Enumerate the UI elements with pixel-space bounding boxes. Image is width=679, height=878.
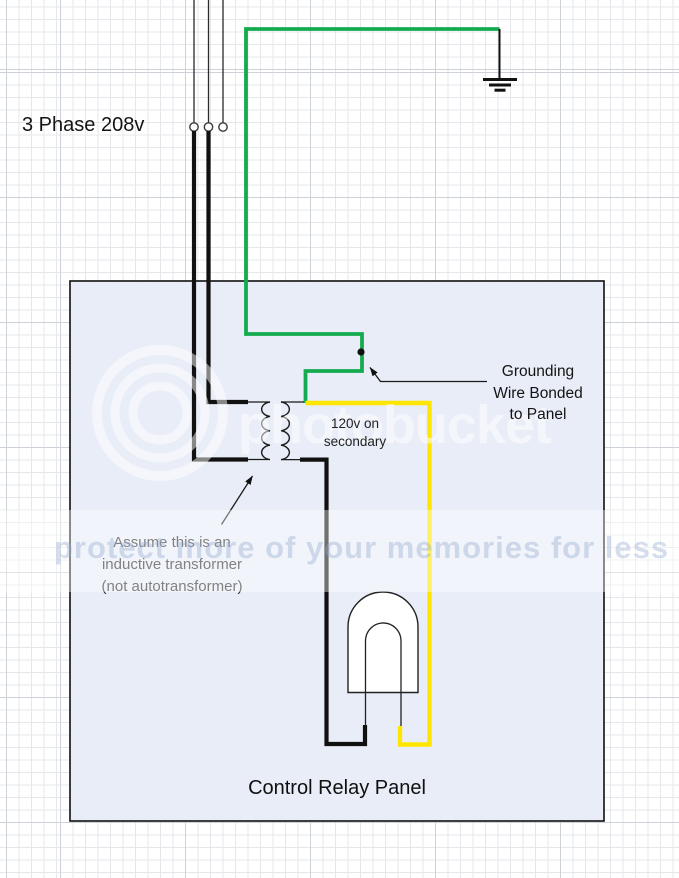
- transformer-note-line3: (not autotransformer): [101, 578, 243, 595]
- secondary-voltage-note: 120v on secondary: [306, 415, 404, 451]
- supply-terminal-circle-2: [203, 122, 214, 132]
- watermark-logo-text: photobucket: [238, 395, 552, 455]
- phase-wire-b: [206, 131, 248, 405]
- transformer-note-line1: Assume this is an: [113, 534, 231, 551]
- earth-ground-icon: [483, 29, 517, 92]
- bonding-junction-dot: [357, 348, 365, 356]
- grounding-note: Grounding Wire Bonded to Panel: [476, 361, 600, 426]
- grounding-leader-arrow: [369, 367, 487, 383]
- yellow-secondary-wire: [305, 400, 432, 747]
- grounding-note-line2: Wire Bonded: [493, 384, 583, 402]
- transformer-note-line2: inductive transformer: [101, 556, 243, 573]
- watermark-logo-rings: [92, 345, 228, 481]
- phase-supply-label: 3 Phase 208v: [22, 114, 145, 136]
- secondary-voltage-line1: 120v on: [330, 416, 380, 431]
- transformer-note: Assume this is an inductive transformer …: [80, 532, 264, 598]
- supply-terminal-circle-1: [189, 122, 199, 132]
- grounding-note-line3: to Panel: [509, 406, 567, 423]
- relay-lamp-symbol: [347, 591, 419, 726]
- grounding-note-line1: Grounding: [501, 363, 575, 380]
- panel-title: Control Relay Panel: [248, 777, 426, 799]
- black-secondary-wire: [300, 457, 368, 747]
- phase-wire-a: [191, 131, 248, 462]
- ground-wire: [244, 27, 500, 403]
- supply-terminal-circle-3: [218, 122, 228, 132]
- secondary-voltage-line2: secondary: [323, 434, 387, 449]
- transformer-secondary-coil: [280, 401, 290, 461]
- transformer-primary-coil: [261, 401, 271, 461]
- transformer-leader-arrow: [220, 475, 254, 525]
